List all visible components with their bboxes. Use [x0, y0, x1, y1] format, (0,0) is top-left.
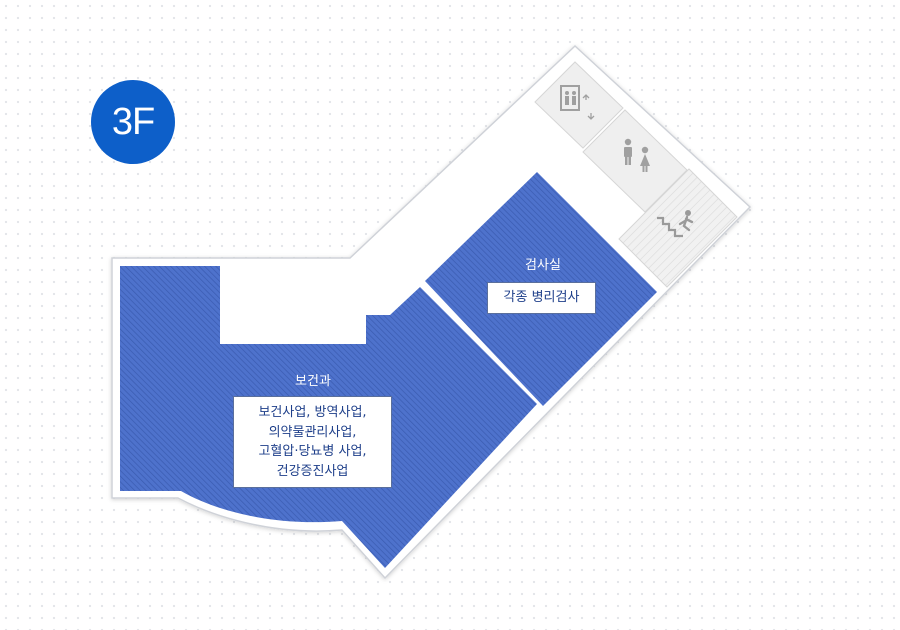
floor-label: 3F	[111, 100, 155, 143]
facility-elevator[interactable]	[534, 61, 624, 149]
room-inspection-desc: 각종 병리검사	[487, 282, 596, 314]
room-inspection-title: 검사실	[525, 258, 561, 273]
floor-badge: 3F	[91, 80, 175, 164]
elevator-icon	[560, 85, 595, 120]
room-inspection-desc-text: 각종 병리검사	[503, 290, 580, 306]
room-health-desc-text: 보건사업, 방역사업, 의약물관리사업, 고혈압·당뇨병 사업, 건강증진사업	[258, 405, 367, 479]
restroom-icon	[624, 138, 650, 172]
room-health-desc: 보건사업, 방역사업, 의약물관리사업, 고혈압·당뇨병 사업, 건강증진사업	[233, 396, 392, 488]
facility-stairs[interactable]	[618, 168, 738, 288]
room-health-title: 보건과	[295, 374, 331, 389]
stairs-icon	[657, 210, 694, 238]
facility-restroom[interactable]	[582, 109, 688, 213]
